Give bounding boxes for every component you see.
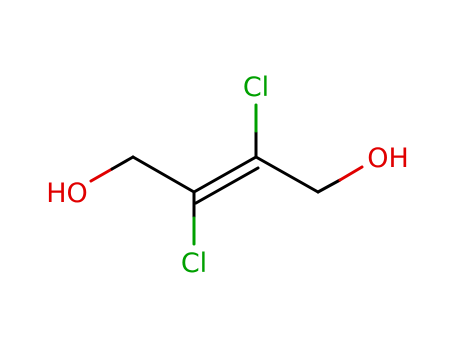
atom-label-ho: HO xyxy=(46,178,88,209)
atom-label-oh: OH xyxy=(367,143,409,174)
bond-o1-c1-carbon-half xyxy=(110,155,135,171)
bond-c3-c4 xyxy=(254,155,320,194)
bond-c4-o2-carbon-half xyxy=(316,178,342,194)
atom-label-cl-upper: Cl xyxy=(243,72,269,103)
bond-c4-o2-oxygen-half xyxy=(338,165,364,182)
atom-labels: HO Cl Cl OH xyxy=(46,72,409,279)
bond-c1-c2 xyxy=(131,155,196,194)
bond-c2-c3 xyxy=(192,155,258,194)
atom-label-cl-lower: Cl xyxy=(181,248,207,279)
bonds xyxy=(89,103,364,246)
bond-c2-c3-second xyxy=(194,166,260,205)
bond-o1-c1-oxygen-half xyxy=(89,167,114,183)
